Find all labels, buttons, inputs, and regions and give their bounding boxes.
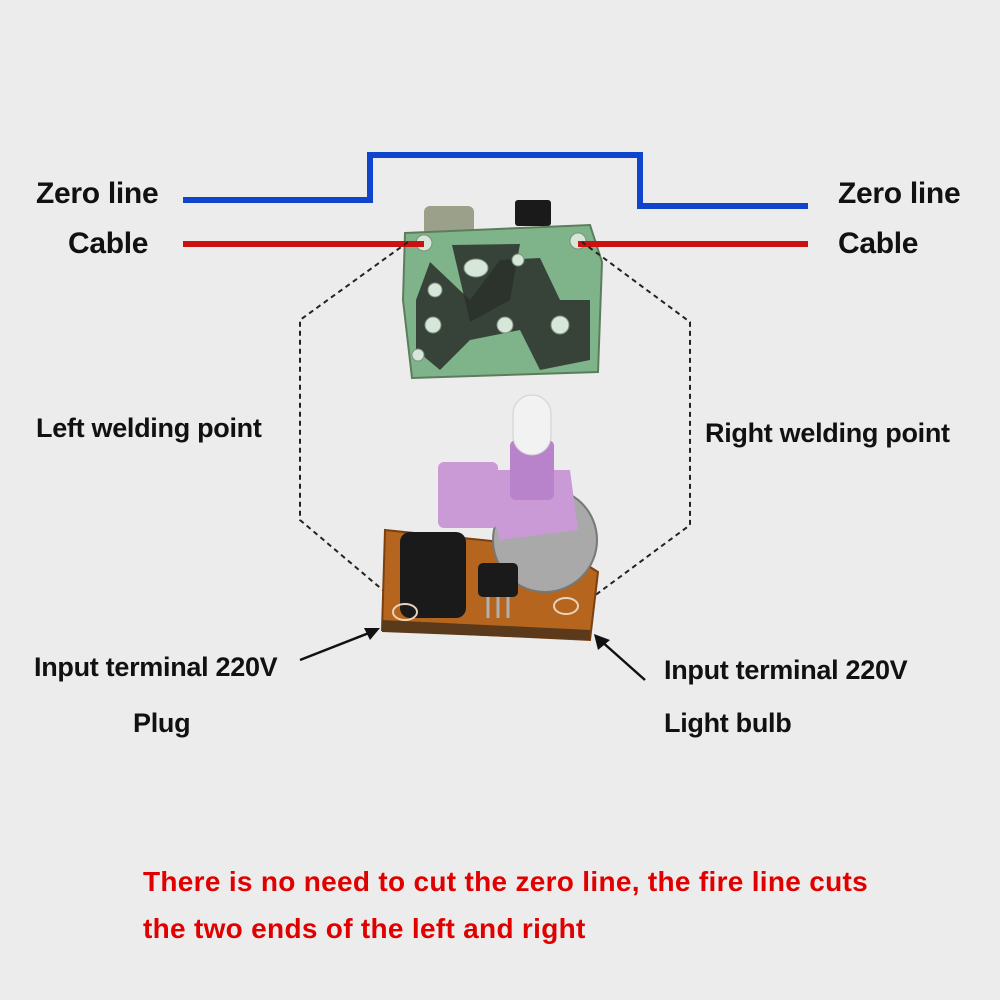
zero-line-label-right: Zero line [838,177,961,210]
dashed-connector [299,241,691,609]
potentiometer-knob [510,440,554,500]
arrow-left-terminal [299,628,380,662]
pcb-back-board [401,200,604,380]
plug-label: Plug [133,708,191,738]
triac-component [478,563,518,618]
input-terminal-left-label: Input terminal 220V [34,652,278,682]
dimmer-module [380,394,600,642]
instruction-note-line-1: There is no need to cut the zero line, t… [143,866,869,897]
capacitor-component [400,532,466,618]
arrow-right-terminal [594,634,646,681]
left-welding-point-label: Left welding point [36,413,262,443]
input-terminal-right-label: Input terminal 220V [664,655,908,685]
cable-label-left: Cable [68,227,149,260]
cable-label-right: Cable [838,227,919,260]
zero-line-wire [183,152,808,209]
zero-line-label-left: Zero line [36,177,159,210]
right-welding-point-label: Right welding point [705,418,950,448]
instruction-note-line-2: the two ends of the left and right [143,913,586,944]
light-bulb-label: Light bulb [664,708,792,738]
